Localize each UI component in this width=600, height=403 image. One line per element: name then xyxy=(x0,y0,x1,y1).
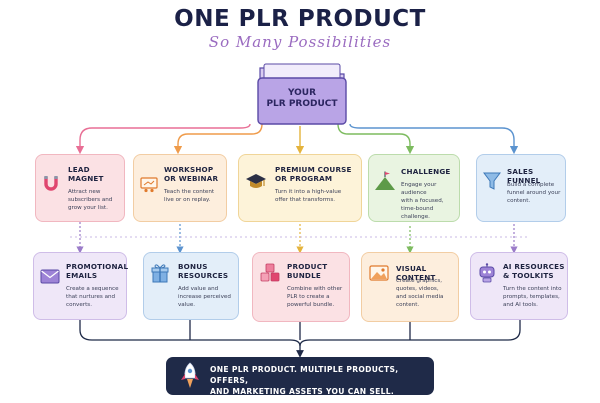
card-title-ai-resources: AI RESOURCES& TOOLKITS xyxy=(503,262,565,280)
gift-icon xyxy=(151,264,169,283)
diagram-subtitle: So Many Possibilities xyxy=(208,33,392,51)
center-label-line2: PLR PRODUCT xyxy=(266,99,338,109)
image-icon xyxy=(369,265,389,281)
diagram-title: ONE PLR PRODUCT xyxy=(174,6,426,32)
center-label-line1: YOUR xyxy=(287,88,317,98)
card-title-sales-funnel: SALES FUNNEL xyxy=(507,167,541,185)
center-label: YOUR PLR PRODUCT xyxy=(248,88,356,110)
banner-text: ONE PLR PRODUCT. MULTIPLE PRODUCTS, OFFE… xyxy=(210,364,424,397)
envelope-icon xyxy=(40,269,60,284)
card-visual-content: VISUAL CONTENT Create graphics,quotes, v… xyxy=(361,252,459,322)
graduation-cap-icon xyxy=(246,174,266,188)
card-title-challenge: CHALLENGE xyxy=(401,167,451,176)
card-ai-resources: AI RESOURCES& TOOLKITS Turn the content … xyxy=(470,252,568,320)
card-desc-visual-content: Create graphics,quotes, videos,and socia… xyxy=(396,278,444,308)
folder-icon xyxy=(257,63,347,125)
summary-banner xyxy=(166,357,434,395)
banner-line2: AND MARKETING ASSETS YOU CAN SELL. xyxy=(210,387,395,396)
funnel-icon xyxy=(483,172,501,190)
banner-line1: ONE PLR PRODUCT. MULTIPLE PRODUCTS, OFFE… xyxy=(210,365,399,385)
presentation-board-icon xyxy=(140,177,158,193)
card-title-visual-content: VISUAL CONTENT xyxy=(396,264,436,282)
cubes-icon xyxy=(260,263,280,282)
flag-mountain-icon xyxy=(375,171,395,190)
robot-icon xyxy=(479,263,495,283)
rocket-icon xyxy=(181,362,199,388)
magnet-icon xyxy=(44,176,58,191)
